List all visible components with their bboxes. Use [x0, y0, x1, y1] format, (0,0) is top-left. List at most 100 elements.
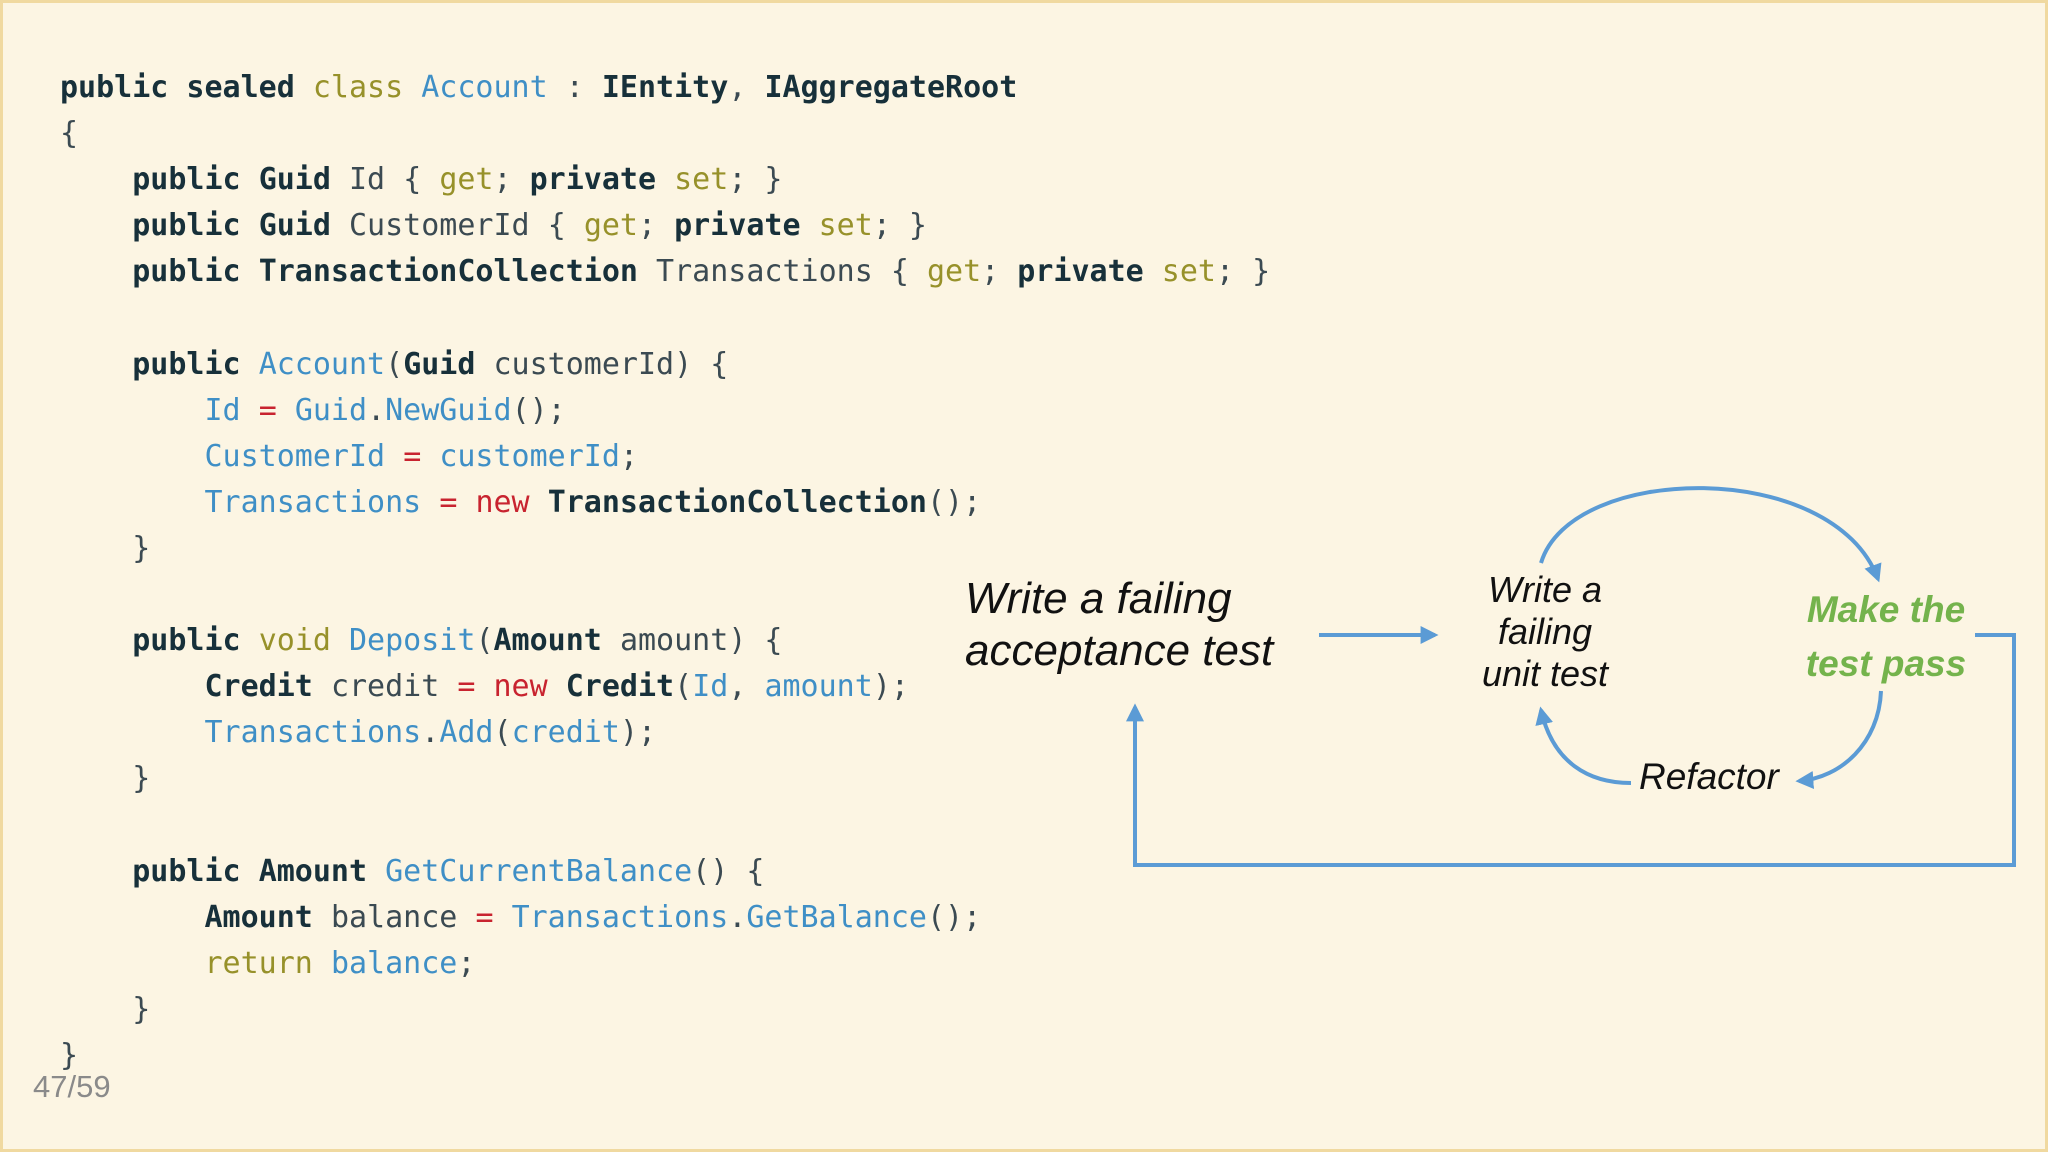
- code-token: ,: [728, 669, 765, 705]
- code-token: =: [475, 899, 512, 935]
- unit-test-label: Write a failing unit test: [1475, 569, 1615, 695]
- code-token: () {: [692, 853, 765, 889]
- code-line: return balance;: [60, 941, 1270, 987]
- code-token: {: [403, 162, 440, 198]
- code-token: Credit: [565, 669, 675, 705]
- code-token: get: [583, 208, 638, 244]
- code-token: ;: [638, 208, 675, 244]
- code-token: Amount: [493, 623, 620, 659]
- code-token: new: [475, 484, 548, 520]
- code-token: Amount: [258, 853, 386, 889]
- code-token: void: [258, 623, 349, 659]
- code-token: balance: [330, 899, 476, 935]
- code-token: );: [872, 669, 909, 705]
- code-token: ) {: [674, 346, 729, 382]
- code-token: IAggregateRoot: [764, 70, 1018, 105]
- code-token: Deposit: [349, 623, 476, 659]
- code-token: GetBalance: [746, 899, 927, 935]
- code-line: public Account(Guid customerId) {: [60, 342, 1270, 388]
- code-token: Guid: [403, 346, 494, 382]
- code-token: ;: [493, 162, 530, 198]
- code-token: get: [926, 254, 982, 290]
- code-token: Amount: [204, 899, 331, 935]
- code-token: credit: [330, 669, 458, 705]
- code-token: private: [1017, 254, 1162, 290]
- code-line: public sealed class Account : IEntity, I…: [60, 65, 1270, 111]
- code-line: {: [60, 111, 1270, 157]
- feedback-loop-arrow: [1126, 633, 2016, 867]
- unit-test-label-line: Write a: [1487, 569, 1602, 610]
- code-token: =: [439, 484, 476, 520]
- code-token: ;: [619, 438, 638, 474]
- code-line: public void Deposit(Amount amount) {: [60, 618, 1270, 664]
- code-token: private: [529, 162, 675, 198]
- code-token: :: [547, 70, 602, 105]
- code-token: CustomerId: [204, 438, 404, 474]
- code-token: ();: [927, 899, 982, 935]
- code-token: Guid: [258, 162, 349, 198]
- refactor-label: Refactor: [1639, 756, 1779, 797]
- code-token: TransactionCollection: [547, 484, 927, 520]
- code-token: =: [258, 392, 295, 428]
- code-token: customerId: [493, 346, 675, 382]
- unit-test-label-line: unit test: [1481, 653, 1609, 694]
- code-token: {: [60, 116, 79, 152]
- code-token: NewGuid: [385, 392, 512, 428]
- code-line: }: [60, 1033, 1270, 1079]
- code-token: .: [421, 715, 440, 751]
- code-line: Credit credit = new Credit(Id, amount);: [60, 664, 1270, 710]
- code-token: TransactionCollection: [258, 254, 657, 290]
- code-line: Id = Guid.NewGuid();: [60, 388, 1270, 434]
- code-token: Account: [421, 70, 548, 105]
- pass-to-refactor-arrow: [1795, 690, 1883, 789]
- code-token: set: [818, 208, 873, 244]
- code-token: ;: [981, 254, 1018, 290]
- unit-to-pass-arrow: [1539, 486, 1882, 583]
- code-token: {: [890, 254, 927, 290]
- code-token: public: [132, 623, 259, 659]
- code-token: (: [475, 623, 494, 659]
- code-line: Transactions.Add(credit);: [60, 710, 1270, 756]
- code-token: =: [403, 438, 440, 474]
- code-line: Transactions = new TransactionCollection…: [60, 480, 1270, 526]
- code-token: ();: [926, 484, 982, 520]
- code-token: ; }: [1215, 254, 1271, 290]
- code-token: new: [493, 669, 566, 705]
- code-token: public: [132, 853, 259, 889]
- tdd-cycle-diagram: [1126, 486, 2016, 867]
- code-token: private: [674, 208, 819, 244]
- code-line: public Guid CustomerId { get; private se…: [60, 203, 1270, 249]
- code-token: set: [1161, 254, 1216, 290]
- code-token: GetCurrentBalance: [385, 853, 693, 889]
- code-token: }: [132, 991, 151, 1027]
- code-line: Amount balance = Transactions.GetBalance…: [60, 895, 1270, 941]
- code-line: }: [60, 756, 1270, 802]
- acceptance-test-label-line: acceptance test: [965, 626, 1274, 675]
- code-token: IEntity: [601, 70, 729, 105]
- code-token: }: [60, 1037, 79, 1073]
- code-token: public: [132, 208, 259, 244]
- code-token: Id: [204, 392, 259, 428]
- code-token: get: [439, 162, 494, 198]
- code-token: );: [619, 715, 657, 751]
- code-token: Guid: [294, 392, 368, 428]
- code-token: =: [457, 669, 494, 705]
- code-token: Account: [258, 346, 386, 382]
- code-token: {: [547, 208, 584, 244]
- code-token: ,: [728, 70, 765, 105]
- code-token: ;: [457, 945, 476, 981]
- code-token: Add: [439, 715, 494, 751]
- code-token: credit: [511, 715, 620, 751]
- code-line: public Guid Id { get; private set; }: [60, 157, 1270, 203]
- code-token: .: [367, 392, 386, 428]
- code-token: customerId: [439, 438, 620, 474]
- code-token: Transactions: [656, 254, 891, 290]
- refactor-to-unit-arrow: [1535, 706, 1632, 785]
- code-line: }: [60, 987, 1270, 1033]
- code-token: amount: [619, 623, 729, 659]
- acceptance-test-label-line: Write a failing: [965, 574, 1232, 623]
- code-token: return: [204, 945, 331, 981]
- code-token: balance: [330, 945, 458, 981]
- code-token: ) {: [728, 623, 783, 659]
- code-token: Guid: [258, 208, 349, 244]
